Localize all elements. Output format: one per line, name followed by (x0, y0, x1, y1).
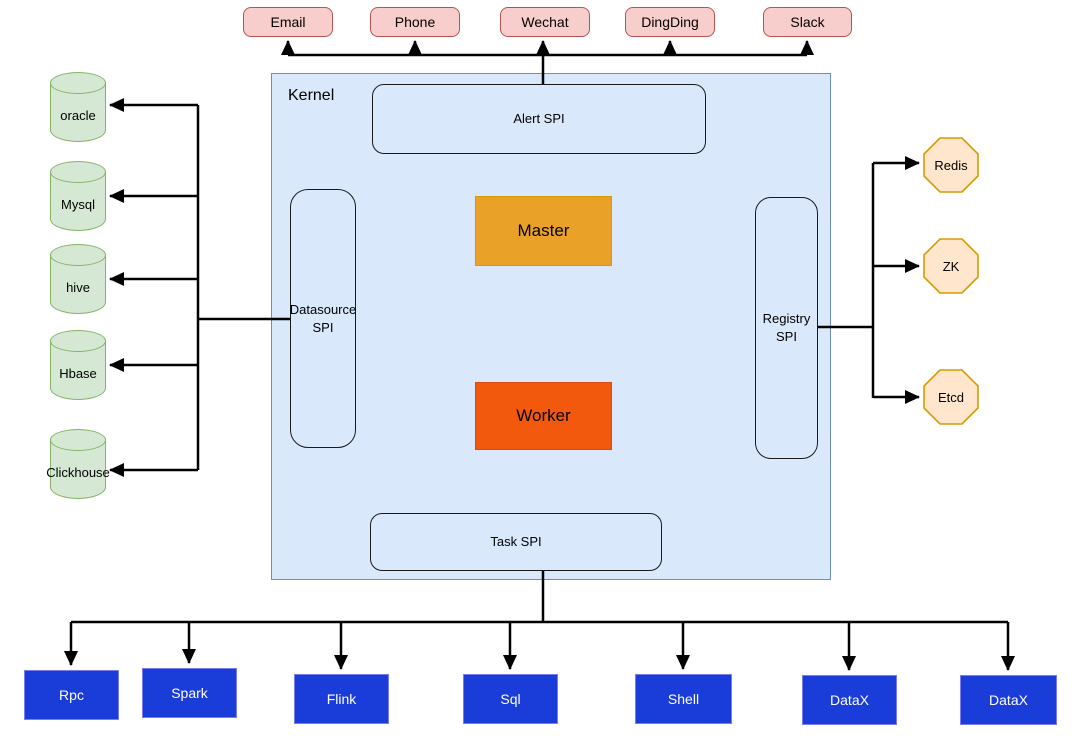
registry-spi-label: Registry SPI (762, 311, 811, 344)
datasource-spi-label: Datasource SPI (289, 301, 357, 335)
alert-channel-wechat: Wechat (500, 7, 590, 37)
database-cylinder-icon (50, 330, 106, 352)
task-datax-2-label: DataX (989, 692, 1028, 708)
task-spi-label: Task SPI (490, 534, 542, 550)
database-cylinder-icon (50, 72, 106, 94)
registry-spi-box: Registry SPI (755, 197, 818, 459)
master-label: Master (517, 221, 570, 240)
task-flink-label: Flink (326, 691, 357, 707)
registry-etcd-label: Etcd (937, 389, 964, 405)
task-flink: Flink (294, 674, 389, 724)
datasource-hbase: Hbase (50, 330, 106, 400)
datasource-oracle-label: oracle (60, 108, 96, 123)
task-datax-1: DataX (802, 675, 897, 725)
task-rpc-label: Rpc (59, 687, 84, 703)
task-datax-1-label: DataX (830, 692, 869, 708)
kernel-title: Kernel (288, 87, 335, 104)
datasource-oracle: oracle (50, 72, 106, 142)
alert-channel-wechat-label: Wechat (521, 14, 569, 30)
datasource-hbase-label: Hbase (59, 366, 97, 381)
alert-channel-phone-label: Phone (394, 14, 436, 30)
task-datax-2: DataX (960, 675, 1057, 725)
task-spark-label: Spark (171, 685, 208, 701)
task-shell: Shell (635, 674, 732, 724)
task-spi-box: Task SPI (370, 513, 662, 571)
database-cylinder-icon (50, 429, 106, 451)
datasource-hive-label: hive (66, 280, 90, 295)
registry-redis: Redis (923, 137, 979, 193)
worker-box: Worker (475, 382, 612, 450)
octagon-icon (923, 137, 979, 193)
alert-channel-phone: Phone (370, 7, 460, 37)
alert-channel-slack: Slack (763, 7, 852, 37)
alert-channel-email: Email (243, 7, 333, 37)
task-rpc: Rpc (24, 670, 119, 720)
task-shell-label: Shell (667, 691, 700, 707)
task-sql: Sql (463, 674, 558, 724)
registry-zk: ZK (923, 238, 979, 294)
registry-redis-label: Redis (934, 157, 968, 173)
database-cylinder-icon (50, 161, 106, 183)
datasource-mysql: Mysql (50, 161, 106, 231)
alert-channel-email-label: Email (270, 14, 306, 30)
alert-spi-box: Alert SPI (372, 84, 706, 154)
alert-channel-dingding-label: DingDing (641, 14, 699, 30)
alert-channel-slack-label: Slack (790, 14, 825, 30)
datasource-clickhouse-label: Clickhouse (46, 465, 110, 480)
master-box: Master (475, 196, 612, 266)
worker-label: Worker (516, 406, 571, 425)
registry-etcd: Etcd (923, 369, 979, 425)
task-sql-label: Sql (500, 691, 521, 707)
kernel-container: Kernel (271, 73, 831, 580)
datasource-mysql-label: Mysql (61, 197, 95, 212)
database-cylinder-icon (50, 244, 106, 266)
datasource-hive: hive (50, 244, 106, 314)
octagon-icon (923, 238, 979, 294)
registry-zk-label: ZK (942, 258, 960, 274)
alert-channel-dingding: DingDing (625, 7, 715, 37)
alert-spi-label: Alert SPI (513, 111, 565, 127)
datasource-spi-box: Datasource SPI (290, 189, 356, 448)
datasource-clickhouse: Clickhouse (46, 429, 110, 499)
octagon-icon (923, 369, 979, 425)
task-spark: Spark (142, 668, 237, 718)
